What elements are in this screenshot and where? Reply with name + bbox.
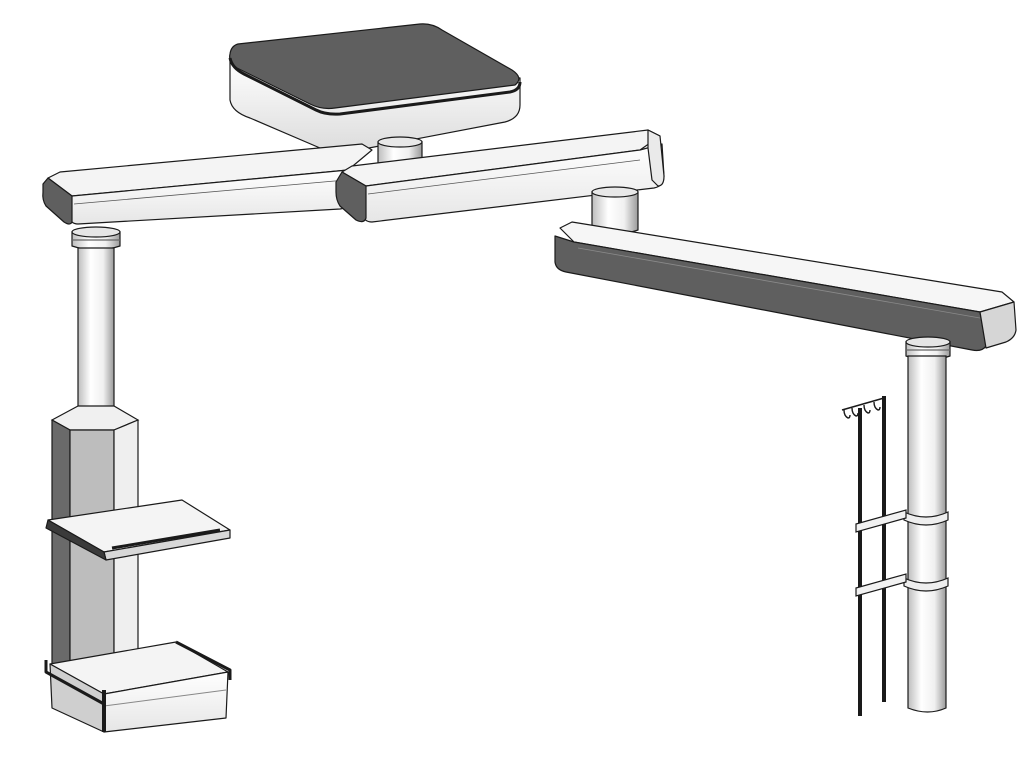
joint-stem	[591, 186, 639, 235]
left-arm-upper	[42, 143, 373, 225]
left-column	[50, 226, 140, 431]
clamp-ring-upper	[903, 511, 949, 526]
right-arm	[554, 221, 1017, 352]
ceiling-mount-plate	[228, 23, 522, 153]
clamp-ring-lower	[903, 577, 949, 592]
upper-shelf	[45, 499, 231, 561]
crossbar-lower	[855, 573, 907, 597]
center-arm	[335, 129, 665, 223]
iv-pole-assembly	[841, 396, 907, 716]
supply-unit-body	[51, 419, 139, 713]
crossbar-upper	[855, 509, 907, 533]
iv-hooks	[843, 401, 881, 419]
right-column	[903, 336, 951, 713]
plate-top-face	[229, 23, 520, 110]
drawer-unit	[44, 640, 232, 733]
